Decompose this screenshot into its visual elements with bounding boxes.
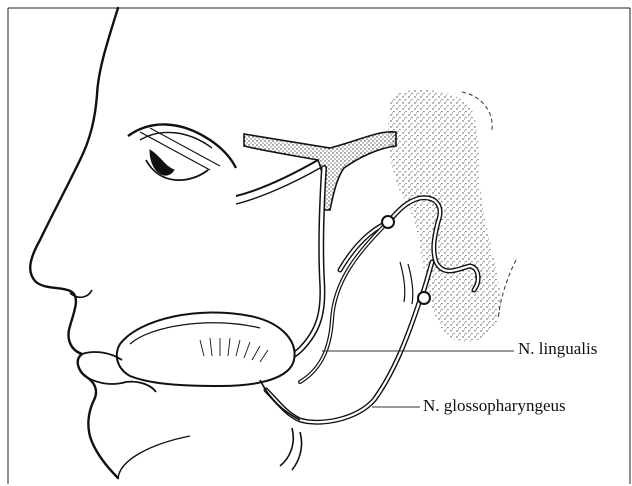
face-profile-outline (30, 8, 118, 478)
jaw-line (118, 436, 190, 478)
nerve-loop (300, 222, 388, 382)
label-n-glossopharyngeus: N. glossopharyngeus (423, 396, 566, 416)
neck-outline-dashed (498, 260, 516, 320)
label-n-lingualis: N. lingualis (518, 339, 597, 359)
ganglion-upper (382, 216, 394, 228)
trigeminal-branches (236, 132, 396, 210)
nerve-loop-inner (300, 222, 388, 382)
parotid-region (388, 90, 501, 342)
ganglion-lower (418, 292, 430, 304)
fiber-strands (400, 262, 413, 304)
eye (128, 124, 236, 180)
tongue (117, 312, 295, 386)
